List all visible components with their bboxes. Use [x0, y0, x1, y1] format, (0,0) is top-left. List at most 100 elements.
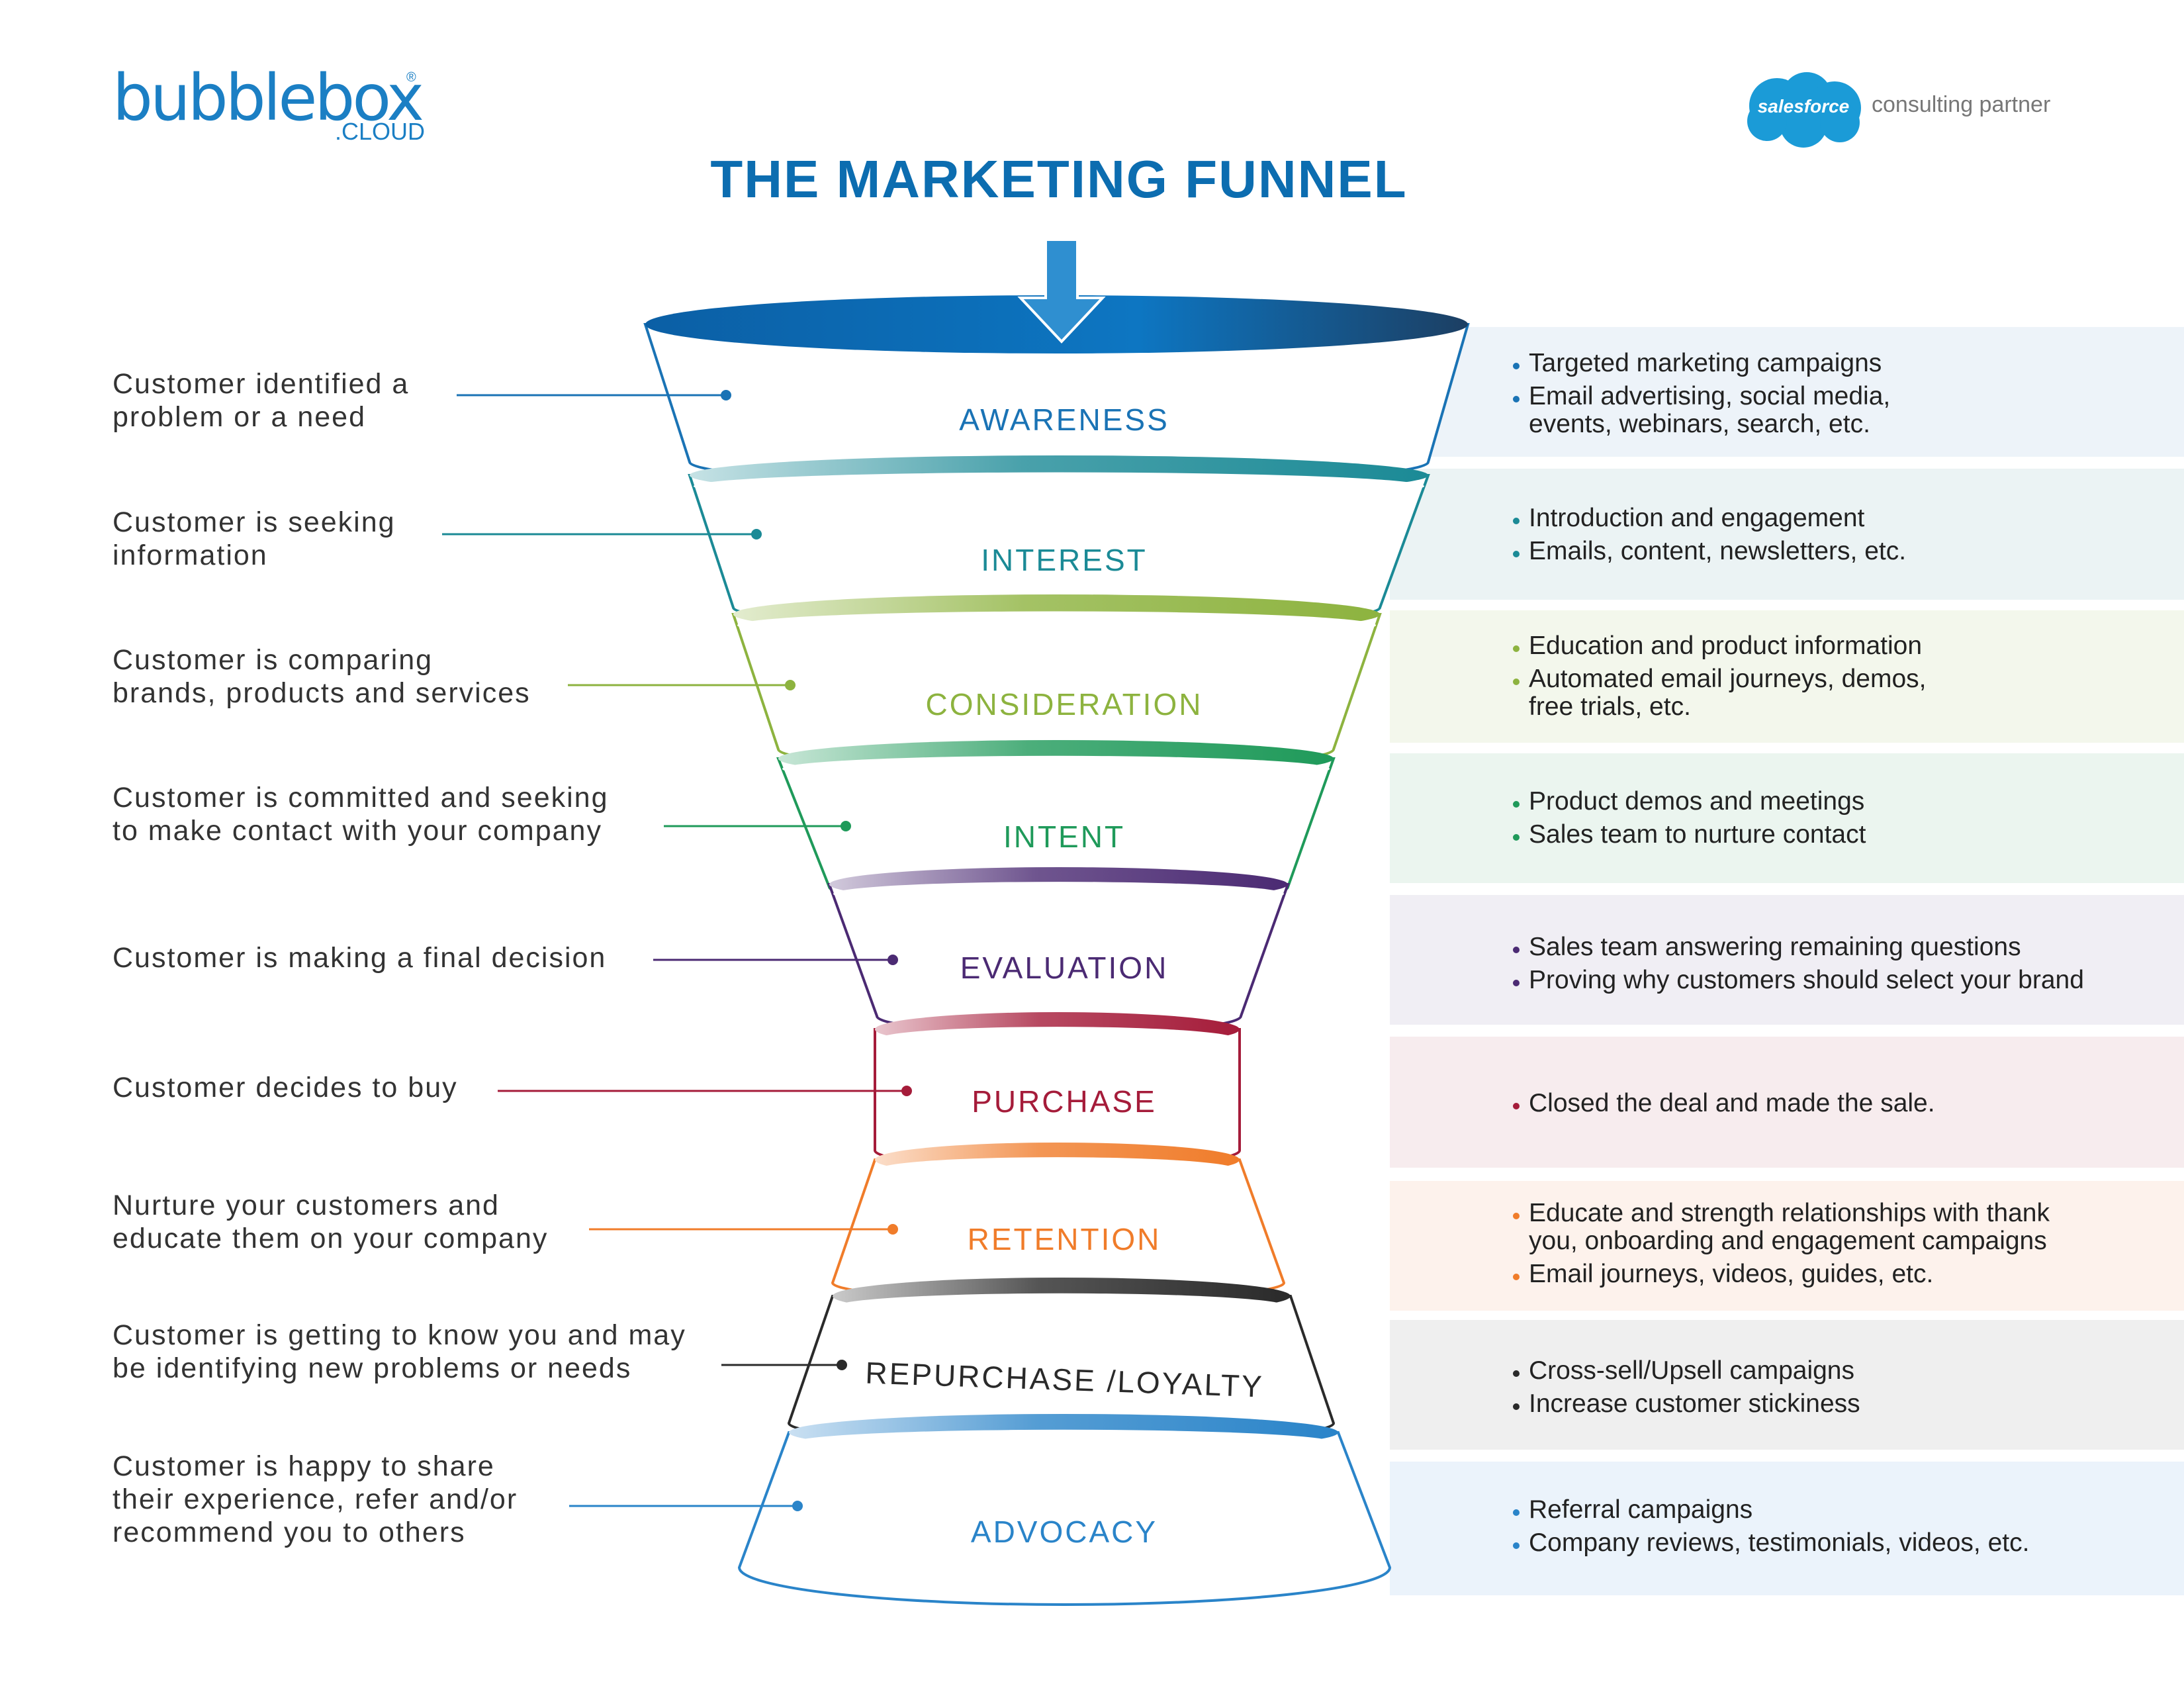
action-item: Emails, content, newsletters, etc. — [1513, 537, 1907, 565]
bullet-icon — [1513, 1274, 1520, 1280]
description-line: be identifying new problems or needs — [113, 1352, 632, 1384]
action-item: Targeted marketing campaigns — [1513, 349, 1890, 377]
description-line: brands, products and services — [113, 677, 531, 709]
stage-label-purchase: PURCHASE — [972, 1084, 1157, 1119]
description-line: Customer is getting to know you and may — [113, 1319, 686, 1351]
stage-label-consideration: CONSIDERATION — [926, 687, 1203, 722]
connector-dot — [887, 1224, 898, 1235]
bullet-icon — [1513, 947, 1520, 953]
description-line: recommend you to others — [113, 1517, 466, 1548]
bullet-icon — [1513, 396, 1520, 402]
action-item: Referral campaigns — [1513, 1495, 2029, 1524]
bullet-icon — [1513, 363, 1520, 369]
action-item: Increase customer stickiness — [1513, 1389, 1860, 1418]
connector-dot — [792, 1501, 803, 1511]
action-item: Introduction and engagement — [1513, 504, 1906, 532]
action-item: Sales team answering remaining questions — [1513, 933, 2084, 961]
band-awareness — [1390, 327, 2184, 457]
description-line: Customer is committed and seeking — [113, 782, 609, 814]
bullet-icon — [1513, 518, 1520, 524]
action-text: Sales team to nurture contact — [1529, 820, 1866, 849]
band-interest — [1390, 469, 2184, 600]
band-repurchase-loyalty — [1390, 1320, 2184, 1450]
action-item: Closed the deal and made the sale. — [1513, 1089, 1935, 1117]
salesforce-cloud-text: salesforce — [1757, 96, 1850, 117]
salesforce-partner-logo: salesforce consulting partner — [1741, 70, 2111, 152]
connector-dot — [721, 390, 731, 400]
bullet-icon — [1513, 1370, 1520, 1377]
description-line: to make contact with your company — [113, 815, 602, 847]
funnel-rim-inner — [879, 1157, 1236, 1182]
registered-mark: ® — [406, 70, 416, 85]
action-text: Introduction and engagement — [1529, 504, 1865, 532]
description-line: educate them on your company — [113, 1223, 549, 1254]
connector-dot — [841, 821, 851, 831]
action-item: Educate and strength relationships with … — [1513, 1199, 2050, 1255]
action-text: Email journeys, videos, guides, etc. — [1529, 1260, 1934, 1288]
connector-dot — [837, 1360, 847, 1370]
connector-dot — [785, 680, 796, 690]
bullet-icon — [1513, 645, 1520, 652]
description-line: information — [113, 539, 268, 571]
action-item: Cross-sell/Upsell campaigns — [1513, 1357, 1860, 1385]
logo-subtext: .CLOUD — [335, 118, 426, 145]
connector-dot — [901, 1086, 912, 1096]
band-retention — [1390, 1181, 2184, 1311]
description-line: Customer is making a final decision — [113, 942, 607, 974]
funnel-rim-inner — [833, 882, 1284, 906]
funnel-rim-inner — [782, 755, 1330, 782]
action-item: Sales team to nurture contact — [1513, 820, 1866, 849]
action-text: Closed the deal and made the sale. — [1529, 1089, 1935, 1117]
connector-dot — [751, 529, 762, 539]
bullet-icon — [1513, 1542, 1520, 1549]
action-item: Education and product information — [1513, 632, 1926, 660]
bullet-icon — [1513, 801, 1520, 808]
bullet-icon — [1513, 1403, 1520, 1410]
actions-retention: Educate and strength relationships with … — [1513, 1199, 2050, 1293]
description-line: Customer is seeking — [113, 506, 396, 538]
band-purchase — [1390, 1037, 2184, 1168]
actions-purchase: Closed the deal and made the sale. — [1513, 1089, 1935, 1123]
action-item: Email journeys, videos, guides, etc. — [1513, 1260, 2050, 1288]
action-text: Educate and strength relationships with … — [1529, 1199, 2050, 1227]
action-text: Referral campaigns — [1529, 1495, 1753, 1524]
bullet-icon — [1513, 1103, 1520, 1109]
action-text: Emails, content, newsletters, etc. — [1529, 537, 1907, 565]
action-text: Company reviews, testimonials, videos, e… — [1529, 1528, 2030, 1557]
band-intent — [1390, 753, 2184, 883]
logo-wordmark: bubblebox — [113, 61, 424, 135]
description-line: Nurture your customers and — [113, 1190, 500, 1221]
stage-label-intent: INTENT — [1003, 820, 1125, 854]
description-line: Customer is happy to share — [113, 1450, 495, 1482]
funnel-segment-advocacy — [737, 1431, 1392, 1606]
action-item: Automated email journeys, demos,free tri… — [1513, 665, 1926, 721]
action-text: Increase customer stickiness — [1529, 1389, 1860, 1418]
description-purchase: Customer decides to buy — [113, 1071, 458, 1104]
action-text: events, webinars, search, etc. — [1529, 410, 1870, 438]
action-text: free trials, etc. — [1529, 692, 1691, 721]
stage-label-evaluation: EVALUATION — [960, 951, 1169, 985]
action-text: Proving why customers should select your… — [1529, 966, 2084, 994]
band-advocacy — [1390, 1462, 2184, 1595]
partner-text: consulting partner — [1872, 92, 2051, 117]
funnel-rim-inner — [793, 1429, 1334, 1456]
action-text: Targeted marketing campaigns — [1529, 349, 1882, 377]
stage-label-interest: INTEREST — [981, 543, 1147, 577]
funnel-rim-inner — [837, 1293, 1287, 1319]
connector-dot — [887, 955, 898, 965]
bubblebox-logo: bubblebox ® .CLOUD — [113, 61, 425, 145]
action-item: Company reviews, testimonials, videos, e… — [1513, 1528, 2030, 1557]
action-text: Product demos and meetings — [1529, 787, 1865, 816]
stage-label-awareness: AWARENESS — [959, 402, 1169, 437]
page-title: THE MARKETING FUNNEL — [710, 150, 1408, 209]
bullet-icon — [1513, 980, 1520, 986]
